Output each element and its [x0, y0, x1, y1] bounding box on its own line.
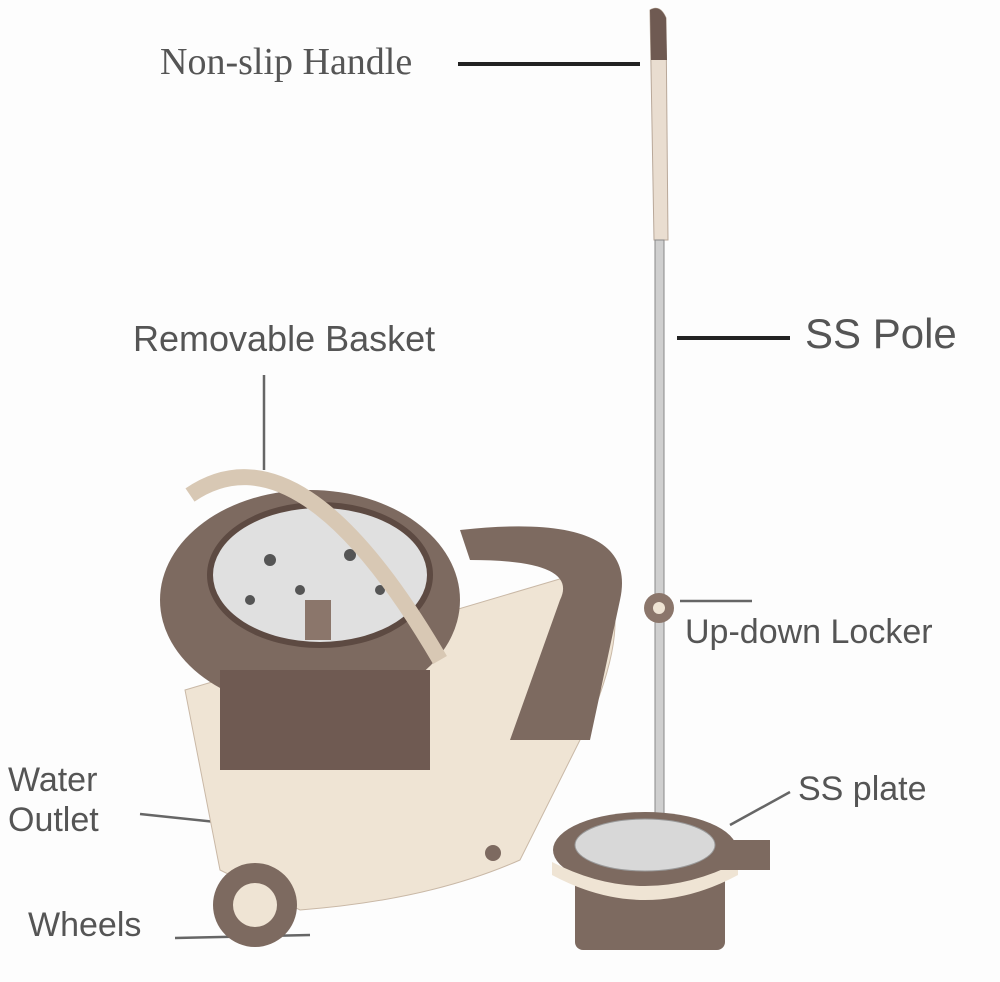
label-up-down-locker: Up-down Locker: [685, 613, 933, 651]
label-water-outlet: Water Outlet: [8, 760, 99, 840]
water-outlet: [485, 845, 501, 861]
label-ss-pole: SS Pole: [805, 310, 957, 357]
label-wheels: Wheels: [28, 906, 142, 944]
label-ss-plate: SS plate: [798, 770, 927, 808]
label-removable-basket: Removable Basket: [133, 318, 436, 359]
mop: [644, 7, 674, 846]
leader-lines: [458, 62, 790, 340]
bucket: [160, 469, 622, 947]
label-non-slip-handle: Non-slip Handle: [160, 41, 413, 83]
label-water-outlet-line1: Water: [8, 761, 98, 799]
mop-head: [552, 812, 770, 950]
label-water-outlet-line2: Outlet: [8, 801, 99, 839]
plate-leader: [729, 790, 791, 827]
